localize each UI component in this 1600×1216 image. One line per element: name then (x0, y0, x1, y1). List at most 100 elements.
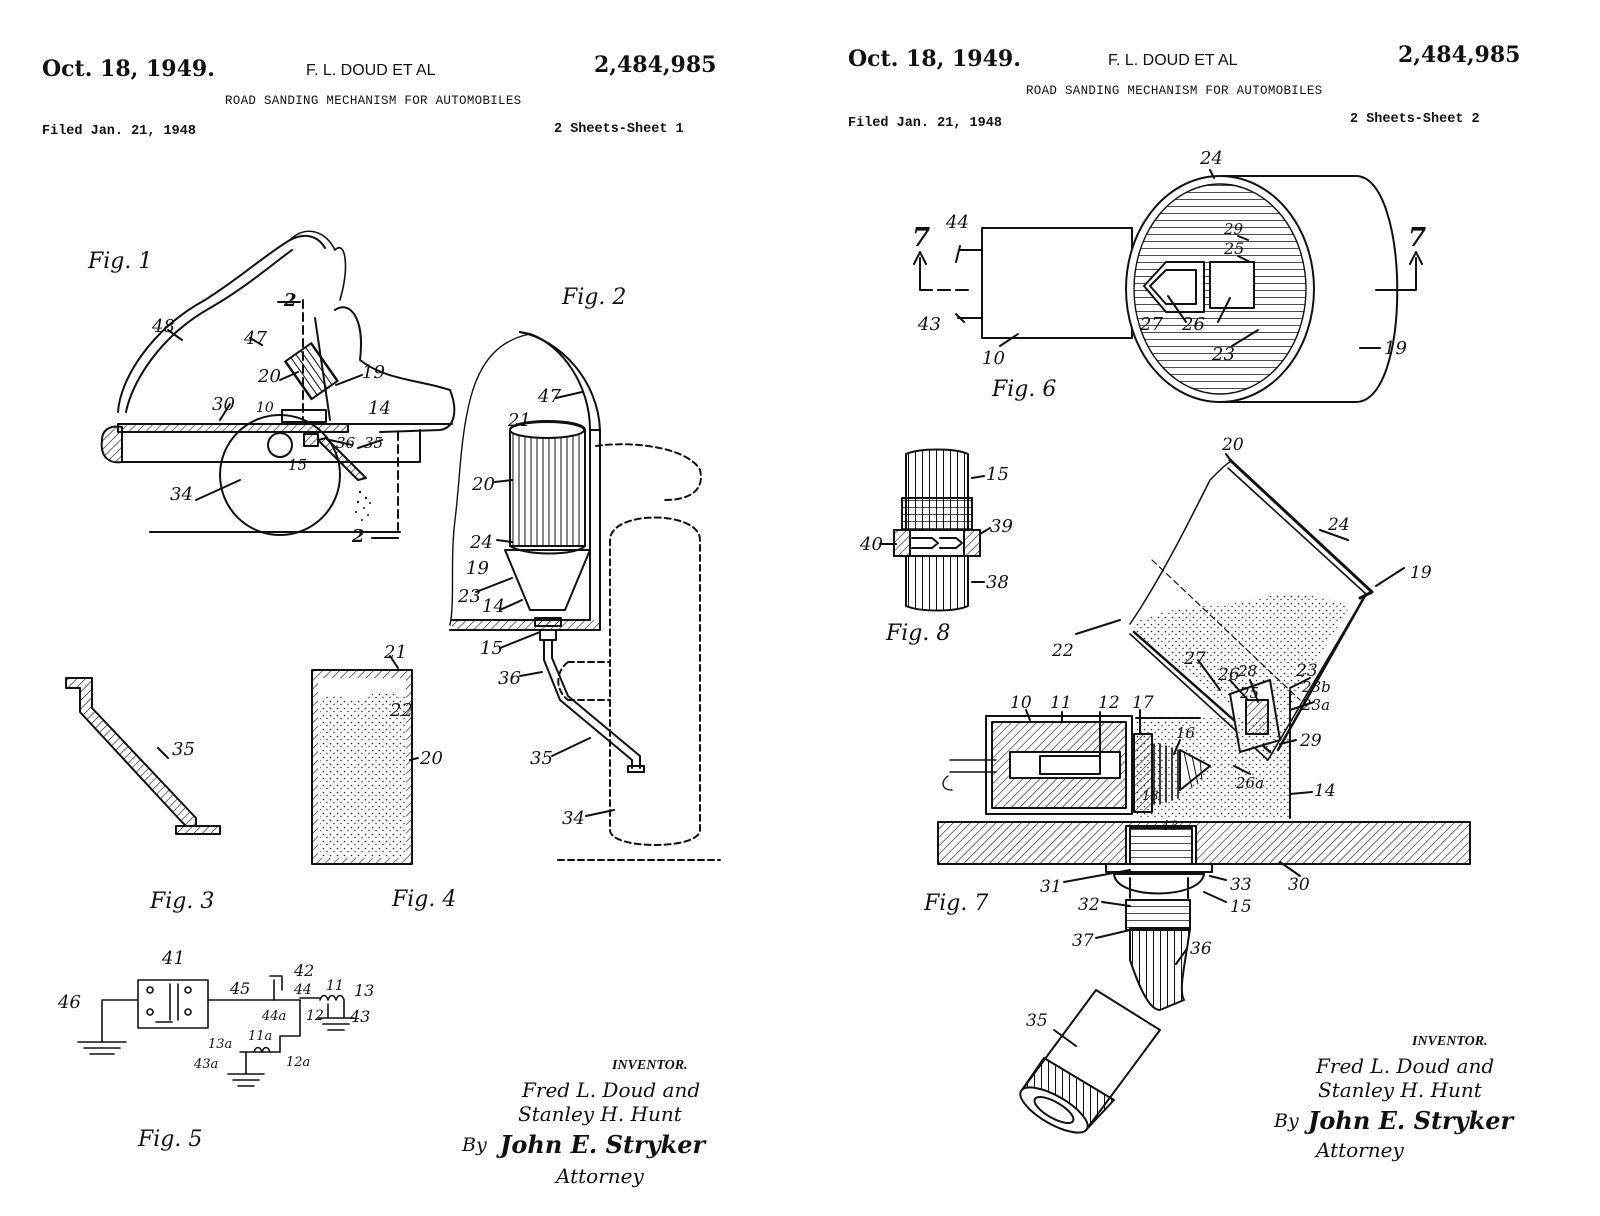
fig-1-drawing: Fig. 1 (87, 230, 456, 547)
svg-text:35: 35 (530, 748, 553, 769)
svg-text:44: 44 (293, 982, 312, 998)
fig-4-label: Fig. 4 (391, 887, 456, 912)
fig-4-numerals: 21 22 20 (383, 642, 443, 769)
svg-text:24: 24 (1327, 515, 1350, 535)
svg-text:26a: 26a (1235, 774, 1264, 792)
svg-text:25: 25 (1223, 239, 1244, 258)
fig-7-drawing: 20 24 19 22 27 26 28 23 23b 25 23a 10 11… (923, 435, 1471, 1134)
fig-3-drawing: 35 Fig. 3 (65, 677, 221, 914)
inventor-name-1: Fred L. Doud and (1316, 1054, 1495, 1078)
svg-text:23: 23 (1211, 344, 1235, 365)
svg-text:19: 19 (1384, 338, 1407, 359)
svg-text:29: 29 (1223, 220, 1244, 238)
svg-text:43: 43 (349, 1007, 370, 1026)
by-label: By (1274, 1110, 1299, 1132)
svg-text:36: 36 (1190, 939, 1212, 959)
svg-text:30: 30 (1288, 875, 1310, 895)
svg-text:26: 26 (1217, 665, 1240, 685)
inventor-name-2: Stanley H. Hunt (518, 1102, 682, 1126)
svg-text:36: 36 (336, 434, 356, 452)
svg-text:46: 46 (57, 992, 81, 1013)
sheet-2-drawings: 24 44 7 29 25 7 43 27 26 23 10 19 Fig. 6 (859, 148, 1471, 1134)
svg-text:23: 23 (1295, 661, 1318, 681)
svg-text:27: 27 (1183, 649, 1206, 669)
svg-text:39: 39 (990, 516, 1013, 537)
svg-text:19: 19 (466, 558, 489, 579)
inventor-name-1: Fred L. Doud and (522, 1078, 701, 1102)
svg-text:20: 20 (257, 366, 281, 387)
svg-text:43a: 43a (193, 1057, 218, 1072)
svg-text:21: 21 (507, 410, 531, 431)
svg-text:13: 13 (1162, 819, 1179, 834)
fig-4-drawing: 21 22 20 Fig. 4 (311, 642, 456, 912)
svg-text:25: 25 (1239, 684, 1259, 702)
svg-text:19: 19 (1410, 563, 1432, 583)
patent-number: 2,484,985 (594, 52, 717, 78)
fig-8-drawing: 15 40 39 38 Fig. 8 (859, 448, 1013, 646)
svg-text:27: 27 (1139, 314, 1163, 335)
svg-text:16: 16 (1176, 724, 1196, 742)
inventors-header: F. L. DOUD ET AL (306, 62, 436, 79)
sheet-1-drawings: Fig. 1 (57, 230, 721, 1152)
sheet-number: 2 Sheets-Sheet 2 (1350, 112, 1480, 127)
by-label: By (462, 1134, 487, 1156)
svg-text:36: 36 (498, 668, 521, 689)
svg-text:28: 28 (1237, 662, 1257, 680)
sheet-2: Oct. 18, 1949. F. L. DOUD ET AL 2,484,98… (800, 0, 1600, 1216)
inventors-header: F. L. DOUD ET AL (1108, 52, 1238, 69)
svg-text:20: 20 (419, 748, 443, 769)
fig-2-drawing: Fig. 2 (449, 285, 721, 861)
filed-date: Filed Jan. 21, 1948 (42, 124, 196, 139)
svg-text:43: 43 (917, 314, 941, 335)
svg-text:19: 19 (362, 362, 385, 383)
svg-text:23a: 23a (1301, 696, 1330, 714)
svg-text:10: 10 (256, 400, 274, 416)
fig-8-label: Fig. 8 (885, 621, 950, 646)
sheet-number: 2 Sheets-Sheet 1 (554, 122, 684, 137)
svg-text:31: 31 (1040, 877, 1062, 897)
fig-6-numerals: 24 44 7 29 25 7 43 27 26 23 10 19 (912, 148, 1426, 369)
filed-date: Filed Jan. 21, 1948 (848, 116, 1002, 131)
svg-text:23b: 23b (1301, 678, 1331, 696)
patent-title: ROAD SANDING MECHANISM FOR AUTOMOBILES (225, 94, 522, 108)
svg-text:42: 42 (293, 961, 314, 980)
fig-5-drawing: 41 46 45 42 44 11 13 44a 12 43 13a 11a 4… (57, 948, 374, 1152)
svg-text:21: 21 (383, 642, 407, 663)
fig-8-numerals: 15 40 39 38 (859, 464, 1013, 593)
svg-text:11: 11 (326, 978, 344, 994)
patent-date: Oct. 18, 1949. (848, 46, 1021, 72)
inventor-heading: INVENTOR. (1412, 1034, 1488, 1049)
svg-text:15: 15 (986, 464, 1009, 485)
svg-text:15: 15 (288, 456, 307, 474)
svg-text:12: 12 (1098, 693, 1120, 713)
svg-text:26: 26 (1181, 314, 1205, 335)
fig-1-label: Fig. 1 (87, 249, 152, 274)
svg-text:40: 40 (859, 534, 883, 555)
fig-6-drawing: 24 44 7 29 25 7 43 27 26 23 10 19 Fig. 6 (912, 148, 1426, 403)
svg-text:7: 7 (1408, 223, 1426, 253)
fig-2-label: Fig. 2 (561, 285, 626, 310)
svg-text:44: 44 (945, 212, 969, 233)
svg-text:41: 41 (161, 948, 185, 969)
svg-text:13: 13 (354, 981, 374, 1000)
fig-3-label: Fig. 3 (149, 889, 214, 914)
svg-text:32: 32 (1078, 895, 1100, 915)
svg-text:30: 30 (212, 394, 235, 415)
attorney-signature: John E. Stryker (500, 1130, 706, 1159)
svg-text:2: 2 (283, 290, 297, 311)
svg-text:34: 34 (562, 808, 585, 829)
svg-text:7: 7 (912, 223, 930, 253)
svg-text:10: 10 (982, 348, 1005, 369)
patent-title: ROAD SANDING MECHANISM FOR AUTOMOBILES (1026, 84, 1323, 98)
svg-text:44a: 44a (261, 1009, 286, 1024)
svg-text:10: 10 (1010, 693, 1032, 713)
svg-text:13a: 13a (208, 1037, 232, 1052)
svg-text:11: 11 (1050, 693, 1072, 713)
svg-text:24: 24 (469, 532, 493, 553)
fig-2-numerals: 47 21 20 24 19 23 14 15 36 35 34 (457, 386, 585, 829)
sheet-1: Oct. 18, 1949. F. L. DOUD ET AL 2,484,98… (42, 52, 721, 1188)
fig-1-numerals: 2 48 47 20 19 30 10 14 36 35 15 34 2 (151, 290, 391, 547)
fig-7-label: Fig. 7 (923, 891, 988, 916)
svg-text:33: 33 (1230, 875, 1252, 895)
